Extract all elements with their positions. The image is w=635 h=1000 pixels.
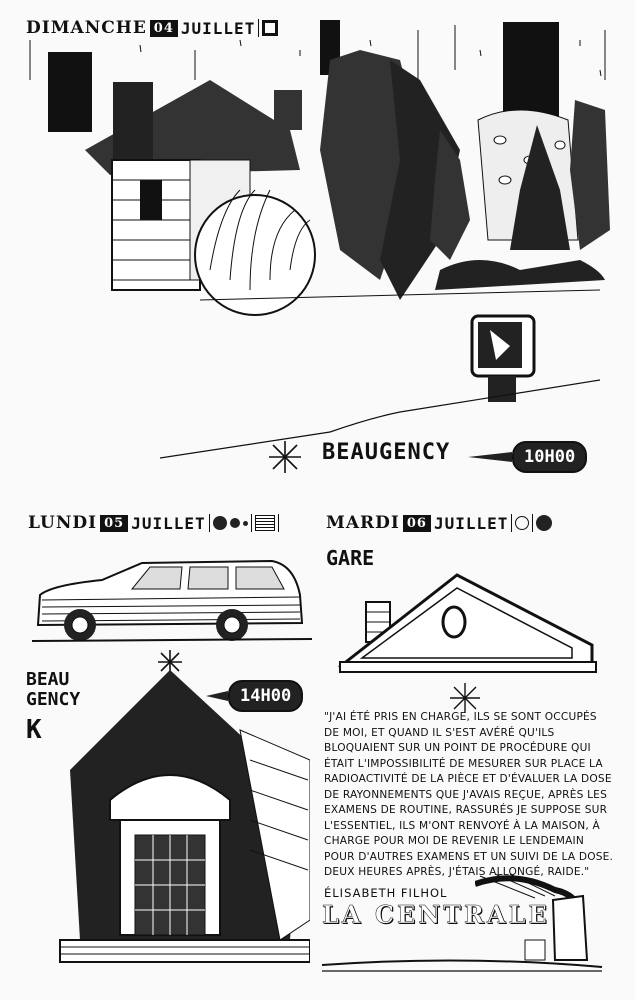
quote-text: "J'AI ÉTÉ PRIS EN CHARGE, ILS SE SONT OC… <box>324 711 614 878</box>
town-line-2: GENCY <box>26 689 81 710</box>
ground-line <box>322 959 603 972</box>
month-label: JUILLET <box>131 513 206 533</box>
train-station-pediment-illustration <box>337 573 597 673</box>
day-number: 04 <box>149 19 178 37</box>
author-name: ÉLISABETH FILHOL <box>324 886 448 900</box>
time-label: 10H00 <box>512 441 588 473</box>
divider <box>208 514 210 532</box>
time-label: 14H00 <box>228 680 304 712</box>
strip-lundi: LUNDI 05 JUILLET BEAU GENCY K 14H00 <box>20 505 315 985</box>
place-label-gare: GARE <box>326 546 375 570</box>
road-line <box>160 379 601 459</box>
time-bubble: 10H00 <box>468 441 588 473</box>
strip-dimanche: DIMANCHE 04 JUILLET <box>0 0 635 490</box>
rain-lines-icon <box>254 515 275 531</box>
dark-cloud-icon <box>212 516 227 530</box>
town-line-1: BEAU <box>26 669 70 690</box>
date-header-dimanche: DIMANCHE 04 JUILLET <box>26 18 279 38</box>
small-dots-icon <box>242 520 248 526</box>
date-header-mardi: MARDI 06 JUILLET <box>326 513 553 533</box>
house-and-trees-illustration <box>29 20 610 316</box>
road-sign-illustration <box>470 314 536 402</box>
town-label-beaugency: BEAUGENCY <box>322 440 451 465</box>
day-label: MARDI <box>326 513 400 533</box>
square-icon <box>262 20 279 36</box>
small-dots-icon <box>229 518 240 528</box>
date-header-lundi: LUNDI 05 JUILLET <box>28 513 279 533</box>
month-label: JUILLET <box>180 18 256 38</box>
asterisk-star-icon <box>269 441 301 473</box>
day-label: LUNDI <box>28 513 98 533</box>
time-bubble: 14H00 <box>206 680 304 712</box>
dark-circle-icon <box>536 515 553 531</box>
divider <box>511 514 513 532</box>
town-label-beaugency: BEAU GENCY <box>26 670 80 710</box>
divider <box>258 19 260 37</box>
divider <box>250 514 252 532</box>
bubble-tail <box>468 452 512 462</box>
smoking-chimney-illustration <box>475 873 589 961</box>
divider <box>277 514 279 532</box>
divider <box>532 514 534 532</box>
day-number: 06 <box>402 514 431 532</box>
crosshair-sun-icon <box>515 516 530 530</box>
bubble-tail <box>206 691 228 701</box>
book-title: LA CENTRALE <box>322 900 550 930</box>
asterisk-star-icon <box>450 683 480 713</box>
pickup-truck-illustration <box>32 559 312 642</box>
letter-k-glyph: K <box>26 715 42 745</box>
day-number: 05 <box>100 514 129 532</box>
chapel-doorway-illustration <box>59 650 310 963</box>
month-label: JUILLET <box>433 513 509 533</box>
day-label: DIMANCHE <box>26 18 147 38</box>
